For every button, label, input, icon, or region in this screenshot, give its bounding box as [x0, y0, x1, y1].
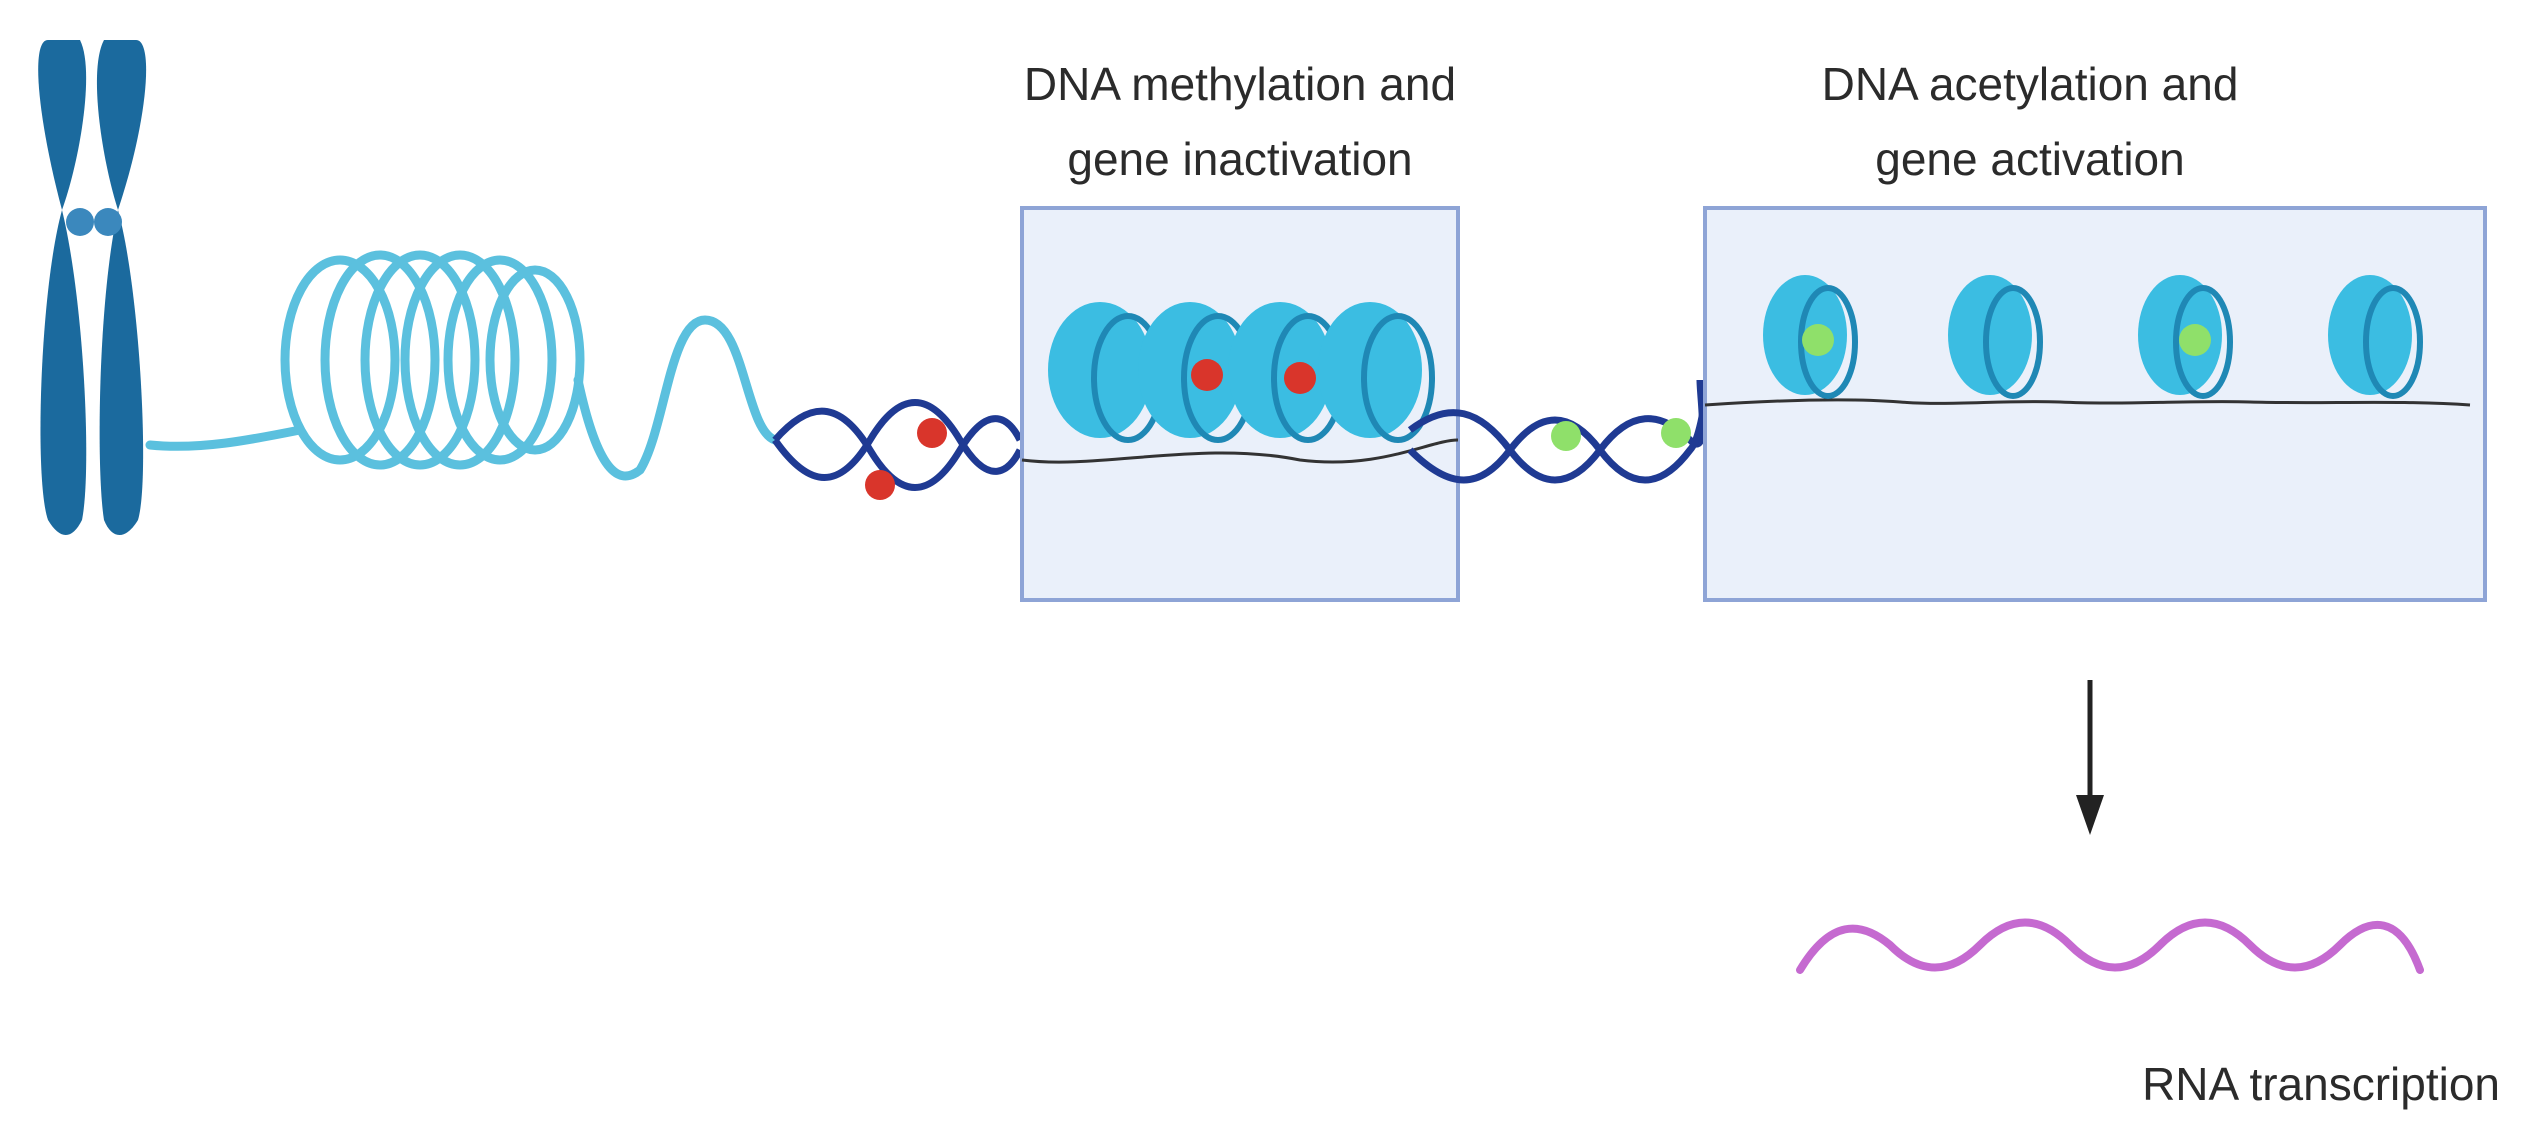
methyl-mark	[1284, 362, 1316, 394]
rna-wave-icon	[1796, 918, 2424, 974]
methyl-mark	[917, 418, 947, 448]
acetyl-mark	[1551, 421, 1581, 451]
methyl-mark	[865, 470, 895, 500]
methylation-label-line1: DNA methylation and	[1024, 58, 1456, 110]
dna-helix-icon	[1407, 379, 1712, 484]
dna-helix-icon	[772, 399, 1024, 491]
nucleosome-icon	[1048, 302, 1435, 443]
acetyl-mark	[2179, 324, 2211, 356]
acetyl-mark	[1661, 418, 1691, 448]
methylation-label-line2: gene inactivation	[1067, 133, 1412, 185]
acetylation-label-line2: gene activation	[1875, 133, 2184, 185]
methyl-mark	[1191, 359, 1223, 391]
acetyl-mark	[1802, 324, 1834, 356]
down-arrow-icon	[2076, 680, 2104, 835]
chromatin-coil-icon	[145, 250, 780, 481]
acetylation-label-line1: DNA acetylation and	[1822, 58, 2239, 110]
rna-transcription-label: RNA transcription	[2142, 1058, 2500, 1110]
chromosome-icon	[38, 40, 147, 535]
